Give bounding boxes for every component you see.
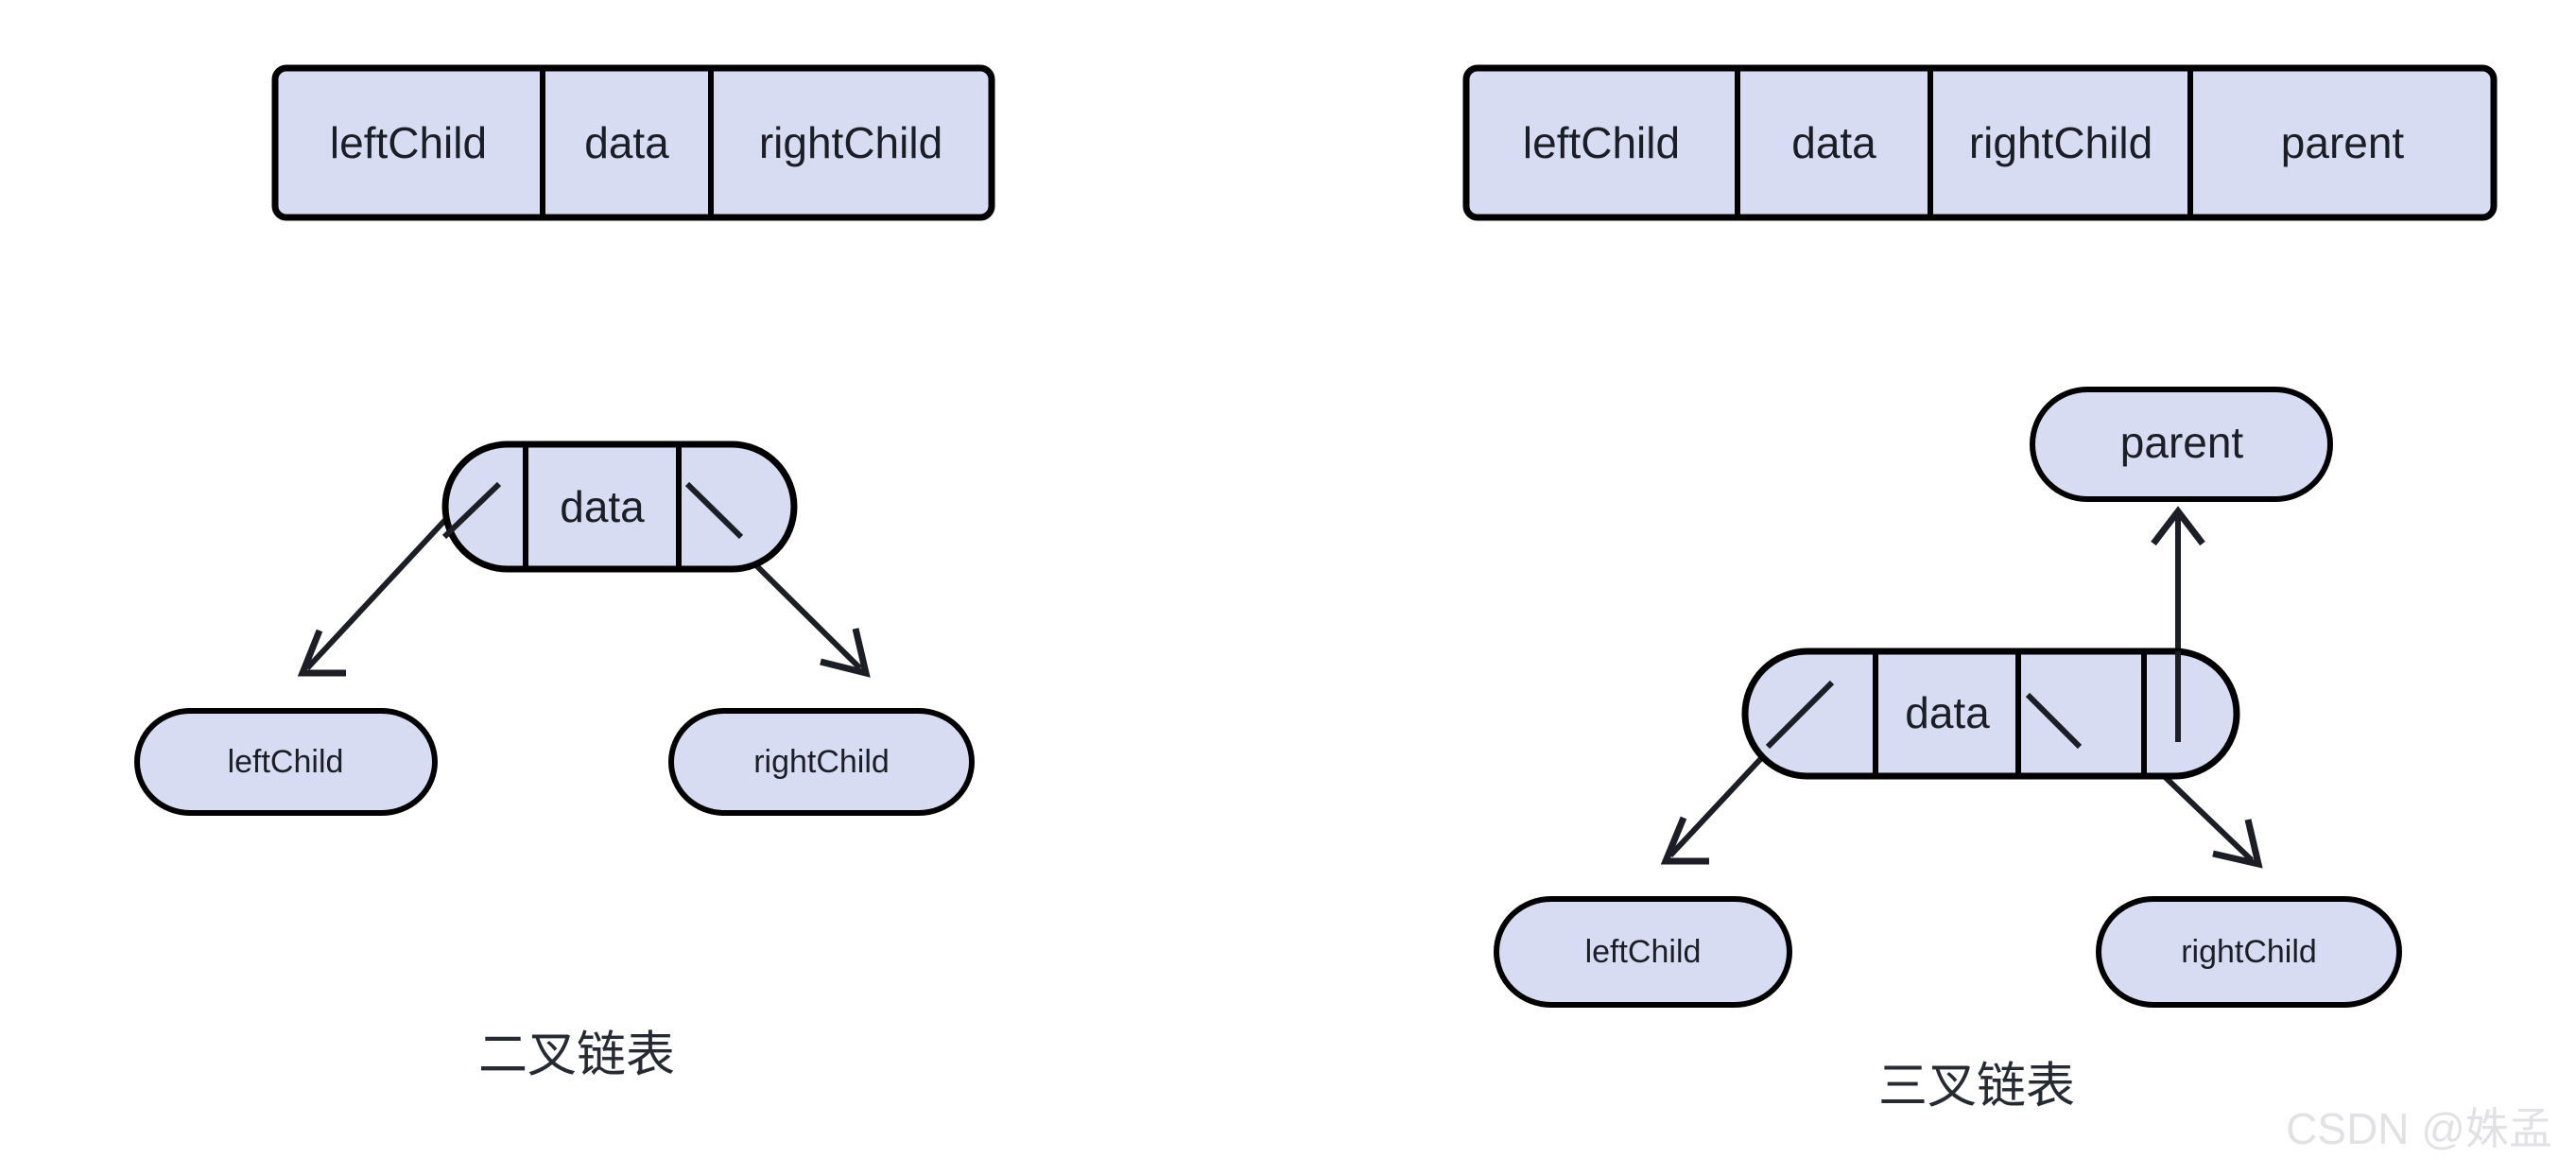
right-arrowhead-rightchild [2212,819,2263,869]
right-struct-cell-leftchild: leftChild [1523,118,1680,167]
left-root-rightchild-pointer-slash-icon [684,481,744,540]
right-struct-cell-parent: parent [2281,118,2405,167]
left-arrowhead-rightchild [820,628,871,678]
left-struct-table: leftChild data rightChild [271,64,995,221]
left-struct-cell-leftchild: leftChild [330,118,487,167]
right-struct-cell-rightchild: rightChild [1969,118,2152,167]
left-tree-child-rightchild: rightChild [668,708,975,816]
left-child-leftchild-shape [134,708,438,816]
left-struct-cell-data: data [584,118,669,167]
right-struct-table: leftChild data rightChild parent [1462,64,2498,221]
right-arrowhead-leftchild [1660,816,1709,865]
right-parent-node-shape [2030,387,2333,502]
left-root-capsule [441,441,798,573]
left-edge-to-leftchild [304,491,473,671]
left-child-leftchild-label: leftChild [228,744,344,780]
right-child-leftchild-label: leftChild [1585,934,1702,970]
right-tree-parent-node: parent [2030,387,2333,502]
left-child-rightchild-label: rightChild [753,744,890,780]
left-root-leftchild-pointer-slash-icon [441,481,502,540]
left-struct-cell-rightchild: rightChild [759,118,942,167]
right-figure-caption: 三叉链表 [1878,1060,2075,1115]
right-struct-table-frame [1462,64,2498,221]
right-root-capsule [1741,648,2240,780]
left-struct-table-frame [271,64,995,221]
left-tree-child-leftchild: leftChild [134,708,438,816]
left-tree-root-node: data [441,441,798,573]
right-child-rightchild-shape [2096,896,2402,1008]
csdn-watermark: CSDN @姝孟 [2286,1104,2552,1153]
left-child-rightchild-shape [668,708,975,816]
left-arrowhead-leftchild [297,629,346,677]
left-figure-caption: 二叉链表 [478,1028,675,1083]
right-root-rightchild-pointer-slash-icon [2025,692,2083,750]
right-parent-node-label: parent [2120,418,2244,467]
left-root-data-label: data [560,482,645,531]
right-child-leftchild-shape [1494,896,1792,1008]
right-arrowhead-parent [2151,506,2205,546]
right-root-leftchild-pointer-slash-icon [1765,680,1835,750]
right-root-data-label: data [1905,688,1990,737]
right-child-rightchild-label: rightChild [2181,934,2317,970]
right-struct-cell-data: data [1791,118,1876,167]
right-tree-child-rightchild: rightChild [2096,896,2402,1008]
right-tree-child-leftchild: leftChild [1494,896,1792,1008]
right-tree-root-node: data [1741,648,2240,780]
